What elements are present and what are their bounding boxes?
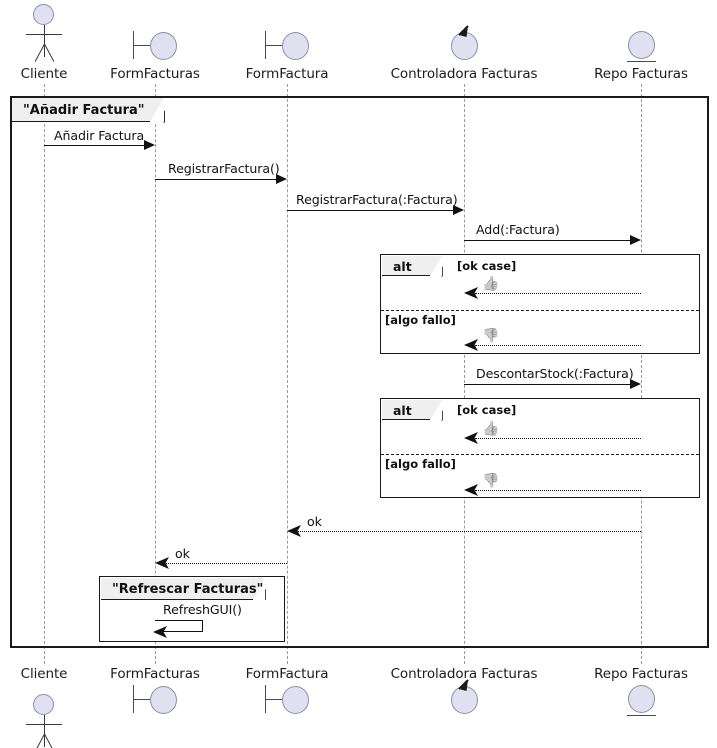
entity-icon bbox=[627, 61, 656, 62]
lifeline-formfactura bbox=[287, 84, 288, 664]
actor-arms bbox=[26, 724, 62, 725]
lifeline-controladora bbox=[464, 84, 465, 664]
message-line-alt1-ok bbox=[475, 293, 641, 294]
message-line-anadir-factura bbox=[44, 145, 144, 146]
alt-fragment-1-guard-fallo: [algo fallo] bbox=[385, 313, 456, 327]
alt-fragment-2-operator: alt bbox=[393, 402, 412, 418]
alt-fragment-1-operator-tab: alt bbox=[382, 256, 440, 276]
lifeline-repofacturas bbox=[641, 84, 642, 664]
message-arrowhead-descontarstock bbox=[630, 379, 641, 389]
message-arrowhead-alt1-ok bbox=[464, 287, 478, 299]
message-label-registrarfactura: RegistrarFactura() bbox=[168, 161, 280, 176]
entity-icon bbox=[627, 715, 656, 716]
frame-refrescar-tab-notch bbox=[253, 578, 265, 600]
participant-label-cliente-bottom: Cliente bbox=[20, 666, 68, 682]
message-label-refreshgui: RefreshGUI() bbox=[163, 602, 242, 617]
message-arrowhead-ok-controladora bbox=[287, 525, 301, 537]
alt-fragment-2-guard-ok: [ok case] bbox=[457, 403, 517, 417]
message-label-ok-controladora: ok bbox=[307, 514, 322, 529]
alt-fragment-2-operator-tab: alt bbox=[382, 400, 440, 420]
message-line-alt2-fallo bbox=[475, 490, 641, 491]
message-line-ok-formfacturas bbox=[166, 563, 287, 564]
entity-circle bbox=[628, 31, 655, 59]
message-label-ok-formfacturas: ok bbox=[175, 546, 190, 561]
actor-icon bbox=[33, 694, 54, 715]
alt-fragment-1-operator: alt bbox=[393, 258, 412, 274]
boundary-stem bbox=[133, 45, 150, 46]
message-arrowhead-ok-formfacturas bbox=[155, 557, 169, 569]
message-line-add-factura bbox=[464, 240, 630, 241]
participant-label-formfactura-bottom: FormFactura bbox=[245, 666, 329, 682]
message-arrowhead-alt2-fallo bbox=[464, 484, 478, 496]
participant-label-repofacturas-top: Repo Facturas bbox=[594, 66, 688, 82]
boundary-circle bbox=[150, 686, 177, 714]
frame-label-refrescar-facturas: "Refrescar Facturas" bbox=[112, 581, 264, 597]
lifeline-formfacturas bbox=[155, 84, 156, 664]
alt-fragment-1-tab-notch bbox=[430, 256, 442, 276]
message-label-descontarstock: DescontarStock(:Factura) bbox=[476, 366, 634, 381]
message-line-ok-controladora bbox=[298, 531, 641, 532]
message-label-add-factura: Add(:Factura) bbox=[476, 222, 560, 237]
message-line-registrarfactura bbox=[155, 179, 276, 180]
actor-leg-right bbox=[43, 733, 54, 748]
participant-label-controladora-top: Controladora Facturas bbox=[390, 66, 538, 82]
actor-arms bbox=[26, 34, 62, 35]
message-label-alt1-ok: 👍 bbox=[482, 276, 500, 292]
frame-label-anadir-factura: "Añadir Factura" bbox=[23, 102, 145, 118]
alt-fragment-2-tab-notch bbox=[430, 400, 442, 420]
control-icon bbox=[458, 25, 469, 37]
message-arrowhead-anadir-factura bbox=[144, 140, 155, 150]
message-arrowhead-registrarfactura bbox=[276, 174, 287, 184]
self-message-refreshgui bbox=[155, 620, 203, 632]
alt-fragment-1-separator bbox=[381, 310, 699, 311]
boundary-stem bbox=[265, 45, 282, 46]
message-line-alt2-ok bbox=[475, 438, 641, 439]
participant-label-formfacturas-top: FormFacturas bbox=[110, 66, 200, 82]
participant-label-repofacturas-bottom: Repo Facturas bbox=[594, 666, 688, 682]
message-label-alt2-ok: 👍 bbox=[482, 421, 500, 437]
boundary-circle bbox=[282, 686, 309, 714]
frame-anadir-factura bbox=[10, 96, 709, 648]
boundary-circle bbox=[282, 32, 309, 60]
entity-circle bbox=[628, 685, 655, 713]
participant-label-controladora-bottom: Controladora Facturas bbox=[390, 666, 538, 682]
message-line-registrarfactura-factura bbox=[287, 210, 453, 211]
message-arrowhead-alt2-ok bbox=[464, 432, 478, 444]
actor-icon bbox=[33, 4, 54, 25]
message-label-anadir-factura: Añadir Factura bbox=[54, 128, 145, 143]
boundary-circle bbox=[150, 32, 177, 60]
participant-label-cliente-top: Cliente bbox=[20, 66, 68, 82]
message-label-registrarfactura-factura: RegistrarFactura(:Factura) bbox=[296, 192, 458, 207]
message-line-alt1-fallo bbox=[475, 345, 641, 346]
control-icon bbox=[458, 679, 469, 691]
participant-label-formfactura-top: FormFactura bbox=[245, 66, 329, 82]
frame-tab-notch bbox=[150, 98, 164, 122]
message-arrowhead-registrarfactura-factura bbox=[453, 205, 464, 215]
boundary-stem bbox=[133, 699, 150, 700]
alt-fragment-2-guard-fallo: [algo fallo] bbox=[385, 457, 456, 471]
alt-fragment-2-separator bbox=[381, 454, 699, 455]
actor-leg-right bbox=[43, 43, 54, 62]
message-arrowhead-refreshgui bbox=[153, 626, 167, 638]
message-arrowhead-add-factura bbox=[630, 235, 641, 245]
actor-body bbox=[43, 715, 45, 747]
actor-body bbox=[43, 25, 45, 57]
participant-label-formfacturas-bottom: FormFacturas bbox=[110, 666, 200, 682]
alt-fragment-1-guard-ok: [ok case] bbox=[457, 259, 517, 273]
lifeline-cliente bbox=[44, 84, 45, 664]
frame-tab-refrescar-facturas: "Refrescar Facturas" bbox=[101, 578, 265, 600]
message-label-alt1-fallo: 👎 bbox=[482, 328, 500, 344]
message-arrowhead-alt1-fallo bbox=[464, 339, 478, 351]
frame-tab-anadir-factura: "Añadir Factura" bbox=[12, 98, 164, 122]
message-line-descontarstock bbox=[464, 384, 630, 385]
boundary-stem bbox=[265, 699, 282, 700]
message-label-alt2-fallo: 👎 bbox=[482, 473, 500, 489]
